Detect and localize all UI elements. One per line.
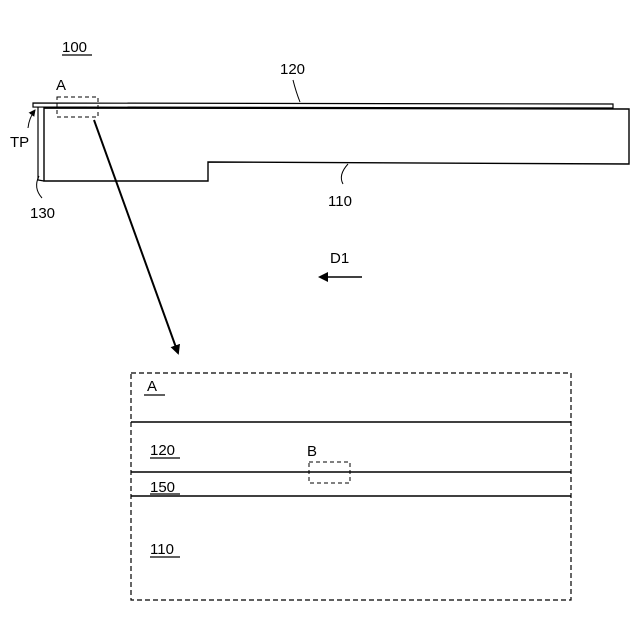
leader-120 [293, 80, 300, 102]
detail-layer-110: 110 [150, 541, 174, 558]
layer-120-sheet [33, 103, 613, 108]
detail-view-frame [131, 373, 571, 600]
magnify-arrow-icon [94, 120, 178, 353]
label-130: 130 [30, 205, 55, 222]
detail-title: A [147, 378, 157, 395]
tp-pointer-arrow [28, 110, 35, 128]
label-120: 120 [280, 61, 305, 78]
label-tp: TP [10, 134, 29, 151]
detail-a-tag: A [56, 77, 66, 94]
label-110: 110 [328, 193, 352, 210]
direction-d1-label: D1 [330, 250, 349, 267]
leader-110 [341, 164, 348, 184]
body-110 [44, 108, 629, 181]
detail-layer-120: 120 [150, 442, 175, 459]
edge-130 [38, 107, 44, 181]
figure-ref-100: 100 [62, 39, 87, 56]
leader-130 [37, 176, 42, 198]
detail-b-tag: B [307, 443, 317, 460]
